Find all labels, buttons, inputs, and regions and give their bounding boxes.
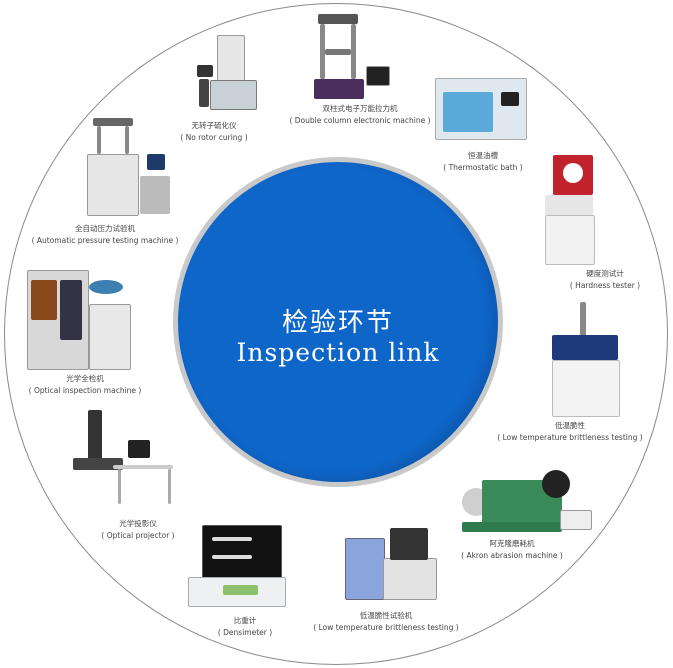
akron-abrasion-image bbox=[462, 460, 592, 535]
label-zh: 无转子硫化仪 bbox=[191, 121, 237, 130]
machine-label-low-temp-testing-machine: 低温脆性试验机 ( Low temperature brittleness te… bbox=[313, 610, 458, 634]
label-en: ( Low temperature brittleness testing ) bbox=[313, 623, 459, 632]
machine-label-akron-abrasion: 阿克隆磨耗机 ( Akron abrasion machine ) bbox=[461, 538, 563, 562]
label-zh: 硬度测试计 bbox=[586, 269, 624, 278]
low-temp-testing-machine-image bbox=[345, 528, 437, 600]
label-en: ( Akron abrasion machine ) bbox=[461, 551, 563, 560]
label-en: ( Optical projector ) bbox=[101, 531, 175, 540]
label-zh: 低温脆性 bbox=[555, 421, 585, 430]
label-zh: 恒温油槽 bbox=[467, 151, 498, 160]
machine-label-no-rotor-curing: 无转子硫化仪 ( No rotor curing ) bbox=[180, 120, 247, 144]
densimeter-image bbox=[188, 525, 288, 607]
machine-label-hardness-tester: 硬度测试计 ( Hardness tester ) bbox=[570, 268, 640, 292]
center-title-zh: 检验环节 bbox=[281, 308, 394, 338]
label-en: ( Double column electronic machine ) bbox=[289, 116, 431, 125]
label-zh: 全自动压力试验机 bbox=[75, 224, 135, 233]
label-zh: 低温脆性试验机 bbox=[359, 611, 413, 620]
label-en: ( Hardness tester ) bbox=[569, 281, 641, 290]
no-rotor-curing-image bbox=[195, 35, 257, 110]
label-en: ( Optical inspection machine ) bbox=[28, 386, 142, 395]
center-title-en: Inspection link bbox=[236, 338, 440, 367]
label-zh: 双柱式电子万能拉力机 bbox=[322, 104, 398, 113]
machine-label-optical-projector: 光学投影仪 ( Optical projector ) bbox=[101, 518, 174, 542]
automatic-pressure-machine-image bbox=[85, 118, 173, 216]
label-zh: 阿克隆磨耗机 bbox=[489, 539, 535, 548]
double-column-machine-image bbox=[310, 14, 395, 100]
machine-label-automatic-pressure: 全自动压力试验机 ( Automatic pressure testing ma… bbox=[32, 223, 179, 247]
optical-inspection-image bbox=[27, 262, 132, 372]
center-circle: 检验环节 Inspection link bbox=[178, 162, 498, 482]
hardness-tester-image bbox=[535, 155, 600, 265]
label-zh: 比重计 bbox=[233, 616, 257, 625]
thermostatic-bath-image bbox=[435, 70, 527, 140]
machine-label-optical-inspection: 光学全检机 ( Optical inspection machine ) bbox=[29, 373, 142, 397]
machine-label-thermostatic-bath: 恒温油槽 ( Thermostatic bath ) bbox=[443, 150, 522, 174]
machine-label-densimeter: 比重计 ( Densimeter ) bbox=[218, 615, 272, 639]
label-en: ( Densimeter ) bbox=[217, 628, 273, 637]
low-temp-brittleness-image bbox=[550, 302, 620, 417]
label-en: ( Low temperature brittleness testing ) bbox=[497, 433, 643, 442]
optical-projector-image bbox=[68, 410, 176, 505]
machine-label-double-column: 双柱式电子万能拉力机 ( Double column electronic ma… bbox=[289, 103, 430, 127]
label-en: ( Thermostatic bath ) bbox=[443, 163, 523, 172]
label-en: ( No rotor curing ) bbox=[180, 133, 248, 142]
machine-label-low-temp-brittleness: 低温脆性 ( Low temperature brittleness testi… bbox=[497, 420, 642, 444]
label-zh: 光学投影仪 bbox=[119, 519, 157, 528]
label-zh: 光学全检机 bbox=[66, 374, 104, 383]
label-en: ( Automatic pressure testing machine ) bbox=[31, 236, 179, 245]
